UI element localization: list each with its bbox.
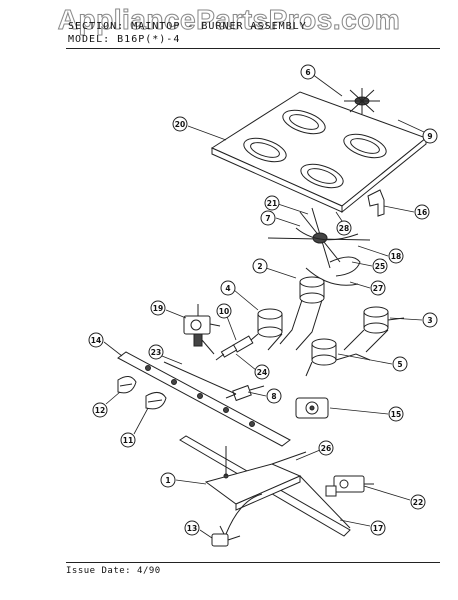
callout-5: 5 bbox=[392, 356, 408, 372]
burner-grate bbox=[344, 88, 380, 114]
safety-valve bbox=[183, 304, 221, 355]
lower-burner-frame bbox=[179, 435, 351, 537]
callout-19-label: 19 bbox=[153, 304, 163, 313]
callout-5-label: 5 bbox=[397, 360, 402, 369]
callout-3: 3 bbox=[422, 312, 438, 328]
callout-26-label: 26 bbox=[321, 444, 331, 453]
model-value: B16P(*)-4 bbox=[117, 34, 181, 45]
callout-28-label: 28 bbox=[339, 224, 349, 233]
callout-3-label: 3 bbox=[427, 316, 432, 325]
callout-8: 8 bbox=[266, 388, 282, 404]
callout-12: 12 bbox=[92, 402, 108, 418]
burner-spider-assembly bbox=[267, 207, 371, 286]
spark-igniter bbox=[225, 384, 265, 402]
orifice-fitting bbox=[215, 335, 254, 361]
callout-6: 6 bbox=[300, 64, 316, 80]
callout-19: 19 bbox=[150, 300, 166, 316]
callout-20-label: 20 bbox=[175, 120, 185, 129]
callout-15: 15 bbox=[388, 406, 404, 422]
callout-4: 4 bbox=[220, 280, 236, 296]
burner-head-right-front bbox=[305, 338, 371, 377]
callout-7-label: 7 bbox=[265, 214, 270, 223]
callout-18: 18 bbox=[388, 248, 404, 264]
callout-10: 10 bbox=[216, 303, 232, 319]
callout-11: 11 bbox=[120, 432, 136, 448]
callout-27: 27 bbox=[370, 280, 386, 296]
callout-20: 20 bbox=[172, 116, 188, 132]
igniter-switch bbox=[211, 493, 263, 547]
callout-16-label: 16 bbox=[417, 208, 427, 217]
issue-date-line: Issue Date: 4/90 bbox=[66, 566, 161, 576]
watermark-logo: AppliancePartsPros.com bbox=[57, 4, 401, 36]
callout-8-label: 8 bbox=[271, 392, 276, 401]
header-rule bbox=[66, 48, 440, 49]
gas-valve bbox=[325, 475, 374, 497]
burner-head-left-rear bbox=[279, 276, 325, 351]
callout-22-label: 22 bbox=[413, 498, 423, 507]
callout-27-label: 27 bbox=[373, 284, 383, 293]
control-knob-right bbox=[145, 392, 167, 410]
callout-21-label: 21 bbox=[267, 199, 277, 208]
callout-7: 7 bbox=[260, 210, 276, 226]
callout-28: 28 bbox=[336, 220, 352, 236]
section-line: SECTION: MAINTOP - BURNER ASSEMBLY bbox=[68, 21, 307, 32]
callout-11-label: 11 bbox=[123, 436, 133, 445]
issue-date-label: Issue Date: bbox=[66, 566, 132, 576]
callout-2: 2 bbox=[252, 258, 268, 274]
model-line: MODEL: B16P(*)-4 bbox=[68, 34, 180, 45]
callout-13-label: 13 bbox=[187, 524, 197, 533]
callout-16: 16 bbox=[414, 204, 430, 220]
leader-lines bbox=[103, 73, 425, 539]
pressure-regulator bbox=[295, 397, 329, 419]
callout-12-label: 12 bbox=[95, 406, 105, 415]
callout-4-label: 4 bbox=[225, 284, 230, 293]
support-bracket bbox=[367, 189, 385, 217]
maintop-panel bbox=[210, 91, 428, 214]
callout-9: 9 bbox=[422, 128, 438, 144]
callout-18-label: 18 bbox=[391, 252, 401, 261]
callout-23: 23 bbox=[148, 344, 164, 360]
issue-date-value: 4/90 bbox=[137, 566, 161, 576]
footer-rule bbox=[66, 562, 440, 563]
callout-24-label: 24 bbox=[257, 368, 267, 377]
callout-17: 17 bbox=[370, 520, 386, 536]
burner-head-left-front bbox=[243, 308, 283, 351]
control-knob-left bbox=[117, 376, 137, 394]
callout-6-label: 6 bbox=[305, 68, 310, 77]
callout-10-label: 10 bbox=[219, 307, 229, 316]
callout-26: 26 bbox=[318, 440, 334, 456]
callout-1-label: 1 bbox=[165, 476, 170, 485]
callout-25: 25 bbox=[372, 258, 388, 274]
section-label: SECTION: bbox=[68, 21, 125, 32]
burner-head-right-rear bbox=[343, 306, 405, 353]
callout-17-label: 17 bbox=[373, 524, 383, 533]
callout-14: 14 bbox=[88, 332, 104, 348]
callout-9-label: 9 bbox=[427, 132, 432, 141]
section-value: MAINTOP - BURNER ASSEMBLY bbox=[131, 21, 307, 32]
callout-13: 13 bbox=[184, 520, 200, 536]
callout-21: 21 bbox=[264, 195, 280, 211]
callout-22: 22 bbox=[410, 494, 426, 510]
callout-1: 1 bbox=[160, 472, 176, 488]
callout-25-label: 25 bbox=[375, 262, 385, 271]
callout-24: 24 bbox=[254, 364, 270, 380]
callout-15-label: 15 bbox=[391, 410, 401, 419]
callout-2-label: 2 bbox=[257, 262, 262, 271]
callout-14-label: 14 bbox=[91, 336, 101, 345]
model-label: MODEL: bbox=[68, 34, 111, 45]
callout-23-label: 23 bbox=[151, 348, 161, 357]
gas-manifold bbox=[117, 351, 291, 447]
